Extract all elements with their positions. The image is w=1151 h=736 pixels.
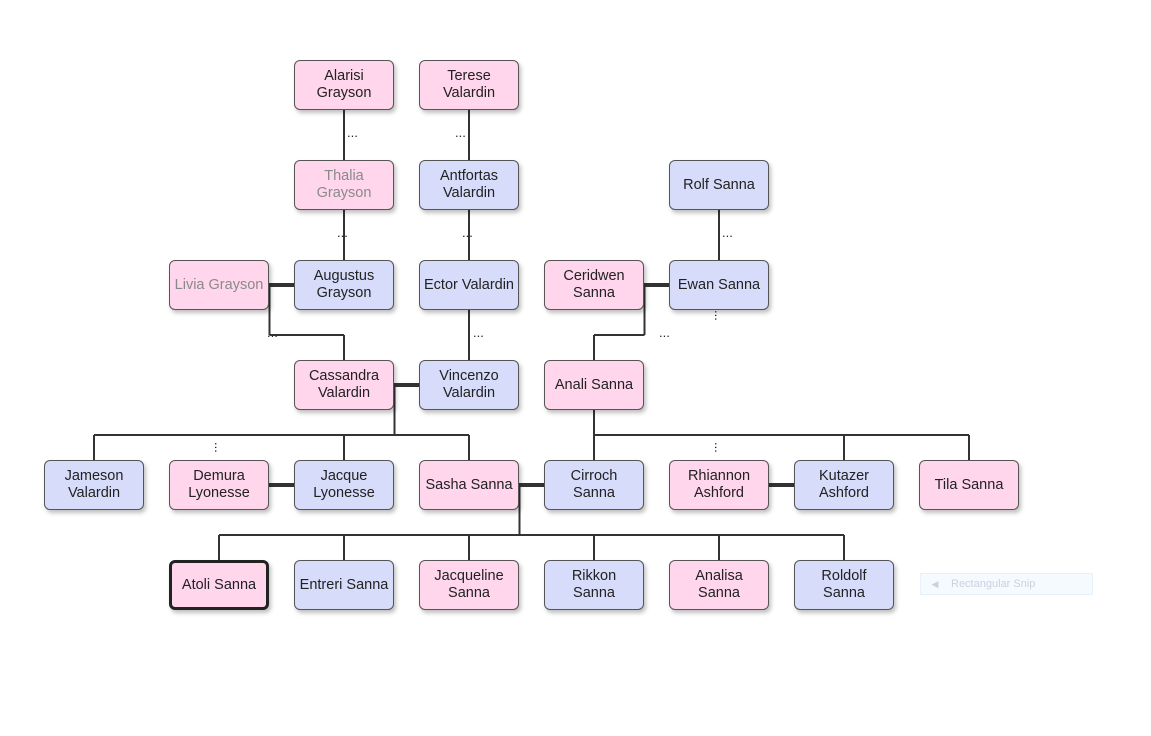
person-node-anali[interactable]: Anali Sanna: [544, 360, 644, 410]
person-name: Ceridwen Sanna: [563, 268, 625, 301]
person-name: Alarisi Grayson: [316, 68, 372, 101]
person-name: Jameson Valardin: [64, 468, 124, 501]
person-node-ceridwen[interactable]: Ceridwen Sanna: [544, 260, 644, 310]
person-name: Sasha Sanna: [425, 476, 513, 493]
person-name: Demura Lyonesse: [188, 468, 250, 501]
person-node-ector[interactable]: Ector Valardin: [419, 260, 519, 310]
person-name: Livia Grayson: [174, 276, 264, 293]
person-node-ewan[interactable]: Ewan Sanna: [669, 260, 769, 310]
collapsed-branch-marker[interactable]: ...: [462, 225, 473, 240]
snip-label: Rectangular Snip: [951, 578, 1036, 590]
person-node-cassandra[interactable]: Cassandra Valardin: [294, 360, 394, 410]
collapsed-branch-marker[interactable]: ...: [455, 125, 466, 140]
person-node-livia[interactable]: Livia Grayson: [169, 260, 269, 310]
person-name: Analisa Sanna: [695, 568, 743, 601]
person-name: Jacqueline Sanna: [434, 568, 504, 601]
person-node-cirroch[interactable]: Cirroch Sanna: [544, 460, 644, 510]
person-node-jacque[interactable]: Jacque Lyonesse: [294, 460, 394, 510]
person-node-rhiannon[interactable]: Rhiannon Ashford: [669, 460, 769, 510]
person-name: Antfortas Valardin: [439, 168, 499, 201]
collapsed-branch-marker[interactable]: ...: [712, 442, 727, 453]
person-node-rikkon[interactable]: Rikkon Sanna: [544, 560, 644, 610]
person-name: Anali Sanna: [554, 376, 634, 393]
person-name: Cirroch Sanna: [570, 468, 618, 501]
person-node-atoli[interactable]: Atoli Sanna: [169, 560, 269, 610]
person-node-sasha[interactable]: Sasha Sanna: [419, 460, 519, 510]
collapsed-branch-marker[interactable]: ...: [473, 325, 484, 340]
collapsed-branch-marker[interactable]: ...: [212, 442, 227, 453]
person-node-tila[interactable]: Tila Sanna: [919, 460, 1019, 510]
person-name: Cassandra Valardin: [308, 368, 380, 401]
person-node-jacqueline[interactable]: Jacqueline Sanna: [419, 560, 519, 610]
person-name: Entreri Sanna: [299, 576, 389, 593]
person-name: Jacque Lyonesse: [313, 468, 375, 501]
person-node-augustus[interactable]: Augustus Grayson: [294, 260, 394, 310]
person-node-rolf[interactable]: Rolf Sanna: [669, 160, 769, 210]
person-node-roldolf[interactable]: Roldolf Sanna: [794, 560, 894, 610]
person-name: Kutazer Ashford: [819, 468, 869, 501]
snip-icon: ◀: [931, 578, 939, 589]
collapsed-branch-marker[interactable]: ...: [712, 310, 727, 321]
rectangular-snip-overlay: ◀ Rectangular Snip: [920, 573, 1093, 595]
person-name: Rhiannon Ashford: [687, 468, 751, 501]
collapsed-branch-marker[interactable]: ...: [337, 225, 348, 240]
person-name: Atoli Sanna: [181, 576, 257, 593]
person-node-thalia[interactable]: Thalia Grayson: [294, 160, 394, 210]
person-node-analisa[interactable]: Analisa Sanna: [669, 560, 769, 610]
person-node-antfortas[interactable]: Antfortas Valardin: [419, 160, 519, 210]
person-node-demura[interactable]: Demura Lyonesse: [169, 460, 269, 510]
person-name: Thalia Grayson: [316, 168, 372, 201]
person-name: Ector Valardin: [424, 276, 514, 293]
person-node-kutazer[interactable]: Kutazer Ashford: [794, 460, 894, 510]
person-name: Terese Valardin: [442, 68, 496, 101]
collapsed-branch-marker[interactable]: ...: [267, 325, 278, 340]
person-name: Rolf Sanna: [683, 176, 755, 193]
person-node-vincenzo[interactable]: Vincenzo Valardin: [419, 360, 519, 410]
person-node-alarisi[interactable]: Alarisi Grayson: [294, 60, 394, 110]
person-node-terese[interactable]: Terese Valardin: [419, 60, 519, 110]
person-name: Tila Sanna: [934, 476, 1004, 493]
person-name: Augustus Grayson: [313, 268, 375, 301]
person-name: Roldolf Sanna: [821, 568, 867, 601]
person-name: Rikkon Sanna: [571, 568, 617, 601]
person-node-entreri[interactable]: Entreri Sanna: [294, 560, 394, 610]
collapsed-branch-marker[interactable]: ...: [659, 325, 670, 340]
person-name: Vincenzo Valardin: [439, 368, 499, 401]
collapsed-branch-marker[interactable]: ...: [347, 125, 358, 140]
person-name: Ewan Sanna: [677, 276, 761, 293]
person-node-jameson[interactable]: Jameson Valardin: [44, 460, 144, 510]
collapsed-branch-marker[interactable]: ...: [722, 225, 733, 240]
